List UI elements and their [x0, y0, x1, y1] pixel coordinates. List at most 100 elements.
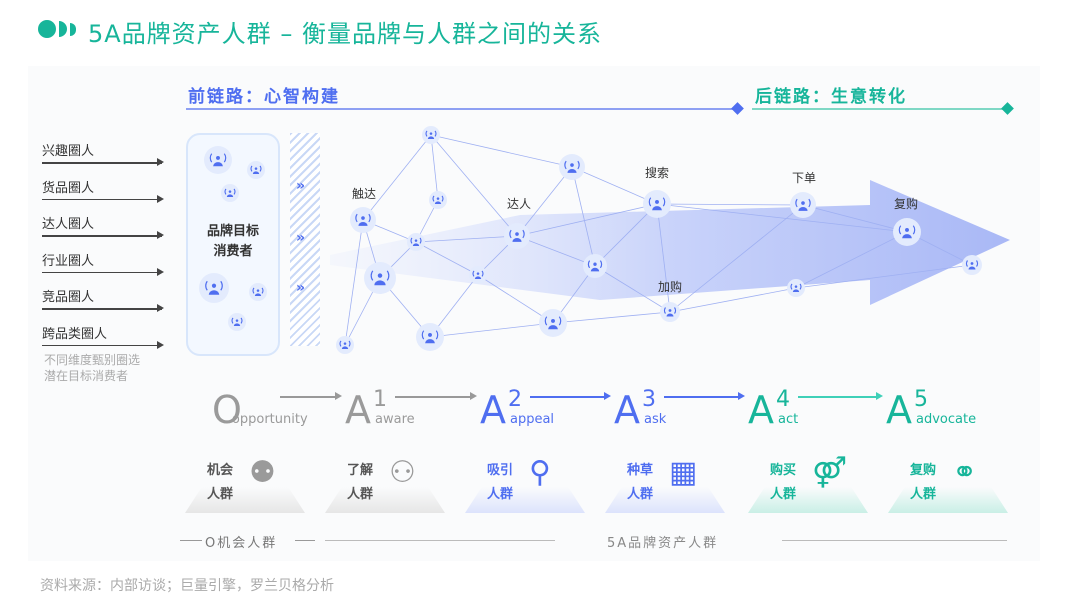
group-item: 竞品圈人 [42, 286, 164, 311]
tier-label: 购买人群 [770, 459, 800, 507]
network-edge [795, 231, 908, 289]
tier-base [185, 487, 305, 513]
tier-base [465, 487, 585, 513]
footer-line [295, 540, 315, 541]
consumer-signal-icon [660, 302, 680, 322]
hatch-divider [290, 133, 320, 346]
footer-line [325, 540, 555, 541]
journey-arrow [330, 180, 1010, 305]
tier-line: 人群 [487, 487, 514, 502]
stage-arrow [530, 392, 611, 400]
source-note: 资料来源：内部访谈；巨量引擎，罗兰贝格分析 [40, 578, 334, 594]
network-edge [430, 134, 439, 201]
stage-number: 3 [642, 387, 656, 412]
tier-line: 人群 [207, 487, 234, 502]
stage-letter: O [212, 388, 242, 432]
tier-5: 复购人群 ⚭ [888, 455, 1008, 513]
tier-base [325, 487, 445, 513]
people-search-icon: ⚇ [389, 455, 416, 490]
network-edge [415, 235, 518, 243]
tier-line: 人群 [910, 487, 937, 502]
touchpoint-label: 达人 [507, 197, 532, 211]
group-label: 竞品圈人 [42, 290, 95, 305]
group-item: 兴趣圈人 [42, 140, 164, 165]
consumer-signal-icon [249, 283, 267, 301]
tier-line: 人群 [347, 487, 374, 502]
consumer-signal-icon [469, 266, 487, 284]
touchpoint-label: 加购 [658, 280, 683, 294]
stage-number: 4 [776, 387, 790, 412]
family-heart-icon: ⚭ [952, 455, 978, 490]
arrow-head-icon [470, 392, 477, 400]
network-people-icon: ⚉ [249, 455, 276, 490]
arrow-head-icon [604, 392, 611, 400]
network-edge [795, 264, 973, 289]
note: 不同维度甄别圈选潜在目标消费者 [44, 352, 140, 384]
arrow-head-icon [335, 392, 342, 400]
arrow-head-icon [738, 392, 745, 400]
consumer-signal-icon [336, 336, 354, 354]
group-label: 跨品类圈人 [42, 326, 108, 342]
arrow-icon [42, 305, 164, 311]
network-edge [516, 166, 573, 237]
footer-o-label: O机会人群 [205, 536, 278, 551]
stage-number: 1 [373, 387, 387, 412]
double-chevron-icon: » [296, 280, 306, 296]
tier-line: 购买 [770, 463, 797, 478]
network-edge [477, 274, 554, 324]
tier-base [748, 487, 868, 513]
stage-number: 2 [508, 387, 522, 412]
back-chain-label: 后链路：生意转化 [755, 87, 907, 107]
tier-line: 机会 [207, 463, 234, 478]
stage-letter: A [748, 388, 774, 432]
consumer-signal-icon [221, 184, 239, 202]
double-chevron-icon: » [296, 178, 306, 194]
stage-word: advocate [916, 412, 977, 427]
network-edge [802, 204, 908, 233]
front-chain-line [186, 108, 736, 110]
stage-arrow [280, 392, 342, 400]
consumer-signal-icon [962, 255, 982, 275]
consumer-signal-icon [504, 223, 530, 249]
group-item: 货品圈人 [42, 177, 164, 202]
note-line: 潜在目标消费者 [44, 369, 129, 383]
tier-3: 种草人群▦ [605, 455, 725, 513]
group-label: 达人圈人 [42, 217, 95, 232]
stage-word: appeal [510, 412, 555, 427]
network-edge [430, 134, 573, 168]
network-edge [656, 203, 908, 233]
tier-line: 吸引 [487, 463, 514, 478]
network-edge [516, 203, 658, 237]
tier-label: 了解人群 [347, 459, 377, 507]
tier-label: 复购人群 [910, 459, 940, 507]
network-edge [429, 322, 554, 338]
tier-label: 种草人群 [627, 459, 657, 507]
tier-line: 人群 [627, 487, 654, 502]
stage-word: aware [375, 412, 415, 427]
consumer-signal-icon [350, 207, 376, 233]
network-edge [594, 203, 658, 267]
consumer-signal-icon [199, 273, 229, 303]
network-edge [571, 166, 658, 205]
consumer-signal-icon [643, 190, 671, 218]
touchpoint-label: 复购 [894, 197, 919, 211]
footer-line [782, 540, 1007, 541]
network-edge [552, 311, 671, 324]
stage-arrow [798, 392, 883, 400]
network-edge [669, 287, 797, 313]
consumer-signal-icon [893, 218, 921, 246]
stage-word: ask [644, 412, 667, 427]
network-edge [362, 134, 432, 221]
back-chain-line [752, 108, 1007, 110]
touchpoint-label: 下单 [792, 171, 817, 185]
stage-arrow [664, 392, 745, 400]
arrow-icon [42, 159, 164, 165]
group-label: 行业圈人 [42, 253, 95, 269]
stage-letter: A [614, 388, 640, 432]
stage-number: 5 [914, 387, 928, 412]
